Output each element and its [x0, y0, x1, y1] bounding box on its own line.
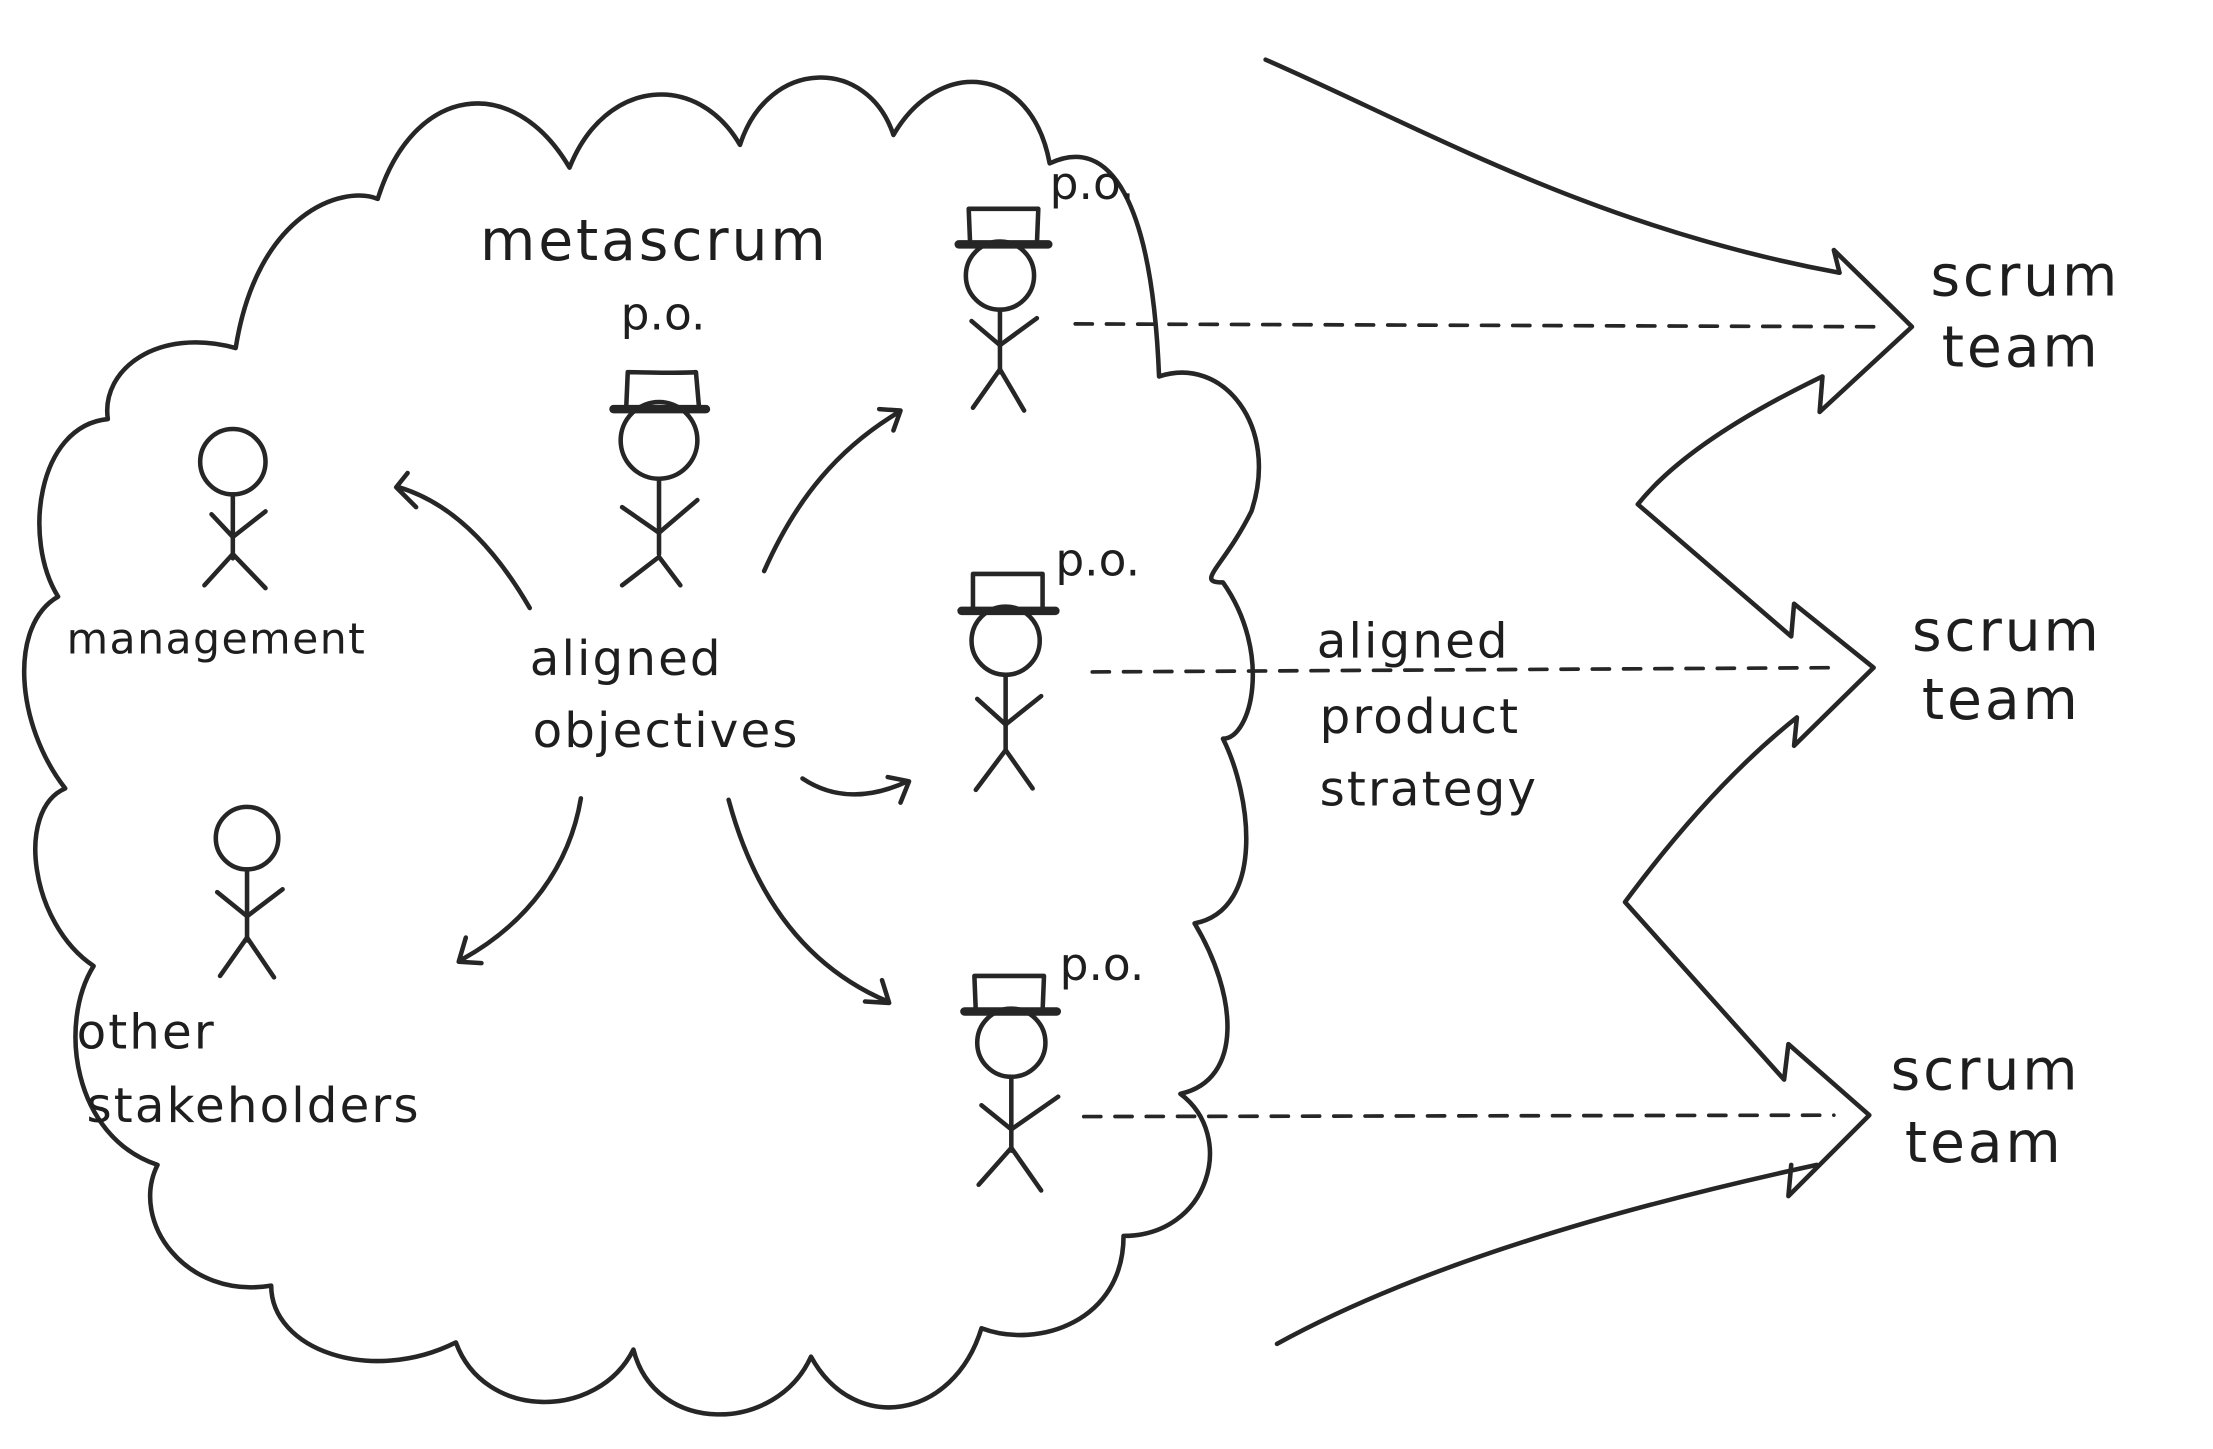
po-figure-3 [960, 973, 1062, 1193]
aligned-product-strategy-line1: aligned [1317, 614, 1510, 670]
arrow-to-management [396, 484, 533, 611]
top-hat-icon [966, 206, 1041, 247]
aligned-product-strategy-line3: strategy [1320, 761, 1539, 817]
management-figure [197, 426, 268, 591]
arrow-to-stakeholders [460, 796, 584, 962]
po3-tag: p.o. [1060, 938, 1145, 991]
team2-label-line1: scrum [1912, 599, 2102, 665]
po1-to-team1-dashed-line [1073, 322, 1876, 329]
team1-label-line2: team [1942, 315, 2101, 381]
po-figure-1 [954, 206, 1053, 413]
po2-tag: p.o. [1055, 533, 1140, 586]
metascrum-label: metascrum [480, 208, 829, 274]
arrow-to-po3 [726, 797, 891, 1004]
team3-label-line1: scrum [1891, 1038, 2081, 1104]
aligned-objectives-line2: objectives [533, 703, 800, 759]
po2-to-team2-dashed-line [1090, 665, 1836, 674]
po3-to-team3-dashed-line [1081, 1113, 1836, 1119]
team2-label-line2: team [1922, 667, 2081, 733]
metascrum-cloud-final [22, 75, 1262, 1417]
metascrum-po-tag: p.o. [621, 288, 706, 341]
arrow-to-po1 [761, 409, 902, 574]
top-hat-icon [970, 571, 1045, 614]
other-label: other [77, 1004, 216, 1060]
po-figure-2 [957, 571, 1060, 793]
team-arrow-1 [1622, 247, 1915, 1199]
management-label: management [67, 614, 367, 664]
aligned-product-strategy-line2: product [1320, 689, 1521, 745]
top-hat-icon [972, 973, 1047, 1014]
team1-label-line1: scrum [1930, 243, 2120, 309]
aligned-objectives-line1: aligned [530, 631, 723, 687]
stakeholder-figure [213, 804, 285, 980]
top-hat-icon [624, 369, 702, 408]
arrow-to-po2 [800, 776, 910, 797]
stakeholders-label: stakeholders [87, 1078, 421, 1134]
team3-label-line2: team [1905, 1110, 2064, 1176]
funnel-top-curve [1263, 57, 1842, 276]
po1-tag: p.o. [1050, 157, 1135, 210]
objective-arrows [393, 406, 912, 1006]
funnel-bottom-curve [1274, 1162, 1820, 1347]
metascrum-po-figure [609, 369, 711, 588]
